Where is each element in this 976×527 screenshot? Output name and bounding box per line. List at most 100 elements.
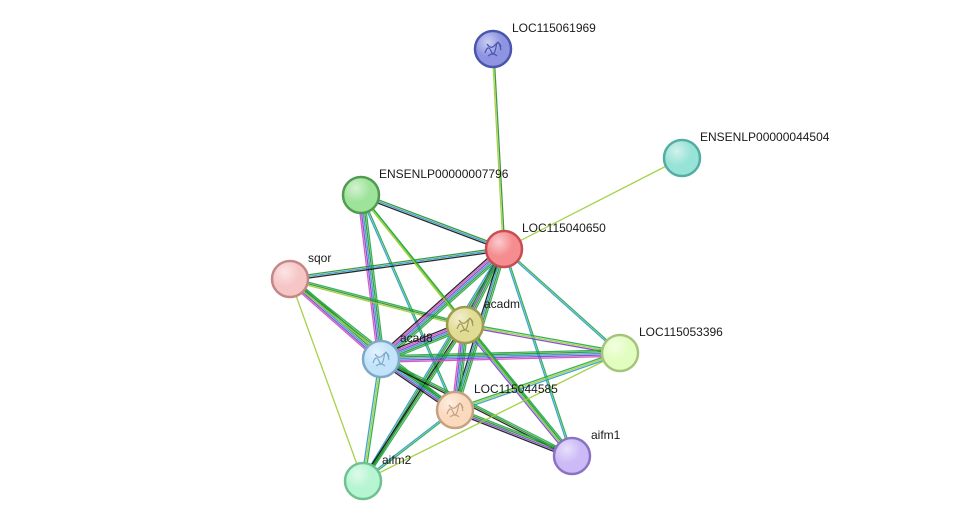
node-label: LOC115061969 [512,21,596,35]
edge-evidence-line [289,248,505,280]
edge-evidence-line [363,325,467,483]
edge-evidence-line [380,350,620,359]
edge-evidence-line [455,408,573,456]
protein-structure-icon [456,317,474,333]
node-ENSENLP00000007796[interactable]: ENSENLP00000007796 [341,167,509,215]
edge-evidence-line [380,349,620,357]
node-highlight [603,336,637,370]
edge-evidence-line [290,249,505,282]
edge-evidence-line [360,358,381,481]
node-LOC115040650[interactable]: LOC115040650 [484,221,606,269]
node-highlight [476,32,510,66]
edge-LOC115061969-LOC115040650 [491,48,506,250]
node-highlight [344,178,378,212]
edge-evidence-line [361,247,504,481]
edge-evidence-line [464,324,621,354]
edge-evidence-line [380,358,573,457]
node-highlight [448,308,482,342]
edge-acad8-aifm2 [360,358,384,482]
edge-evidence-line [504,247,621,353]
protein-structure-icon [484,41,502,57]
node-label: ENSENLP00000007796 [379,167,509,181]
edge-evidence-line [289,246,504,279]
edge-ENSENLP00000007796-acad8 [357,194,385,360]
edge-evidence-line [454,410,572,458]
edge-evidence-line [381,353,621,362]
edge-evidence-line [361,192,505,249]
edge-evidence-line [502,249,572,457]
edge-LOC115040650-acad8 [377,245,508,363]
edge-evidence-line [360,195,504,252]
edge-evidence-line [378,246,503,358]
edge-evidence-line [363,359,384,482]
edge-evidence-line [453,411,572,459]
edge-evidence-line [491,49,504,250]
edge-evidence-line [362,358,382,482]
edge-evidence-line [358,195,381,360]
edge-LOC115044585-LOC115053396 [454,350,621,413]
edge-LOC115044585-aifm2 [362,408,456,483]
edge-evidence-line [289,278,364,482]
node-highlight [555,439,589,473]
edge-evidence-line [357,195,379,360]
edge-evidence-line [503,157,683,250]
node-highlight [665,141,699,175]
edge-evidence-line [362,324,466,482]
edge-LOC115040650-LOC115053396 [503,247,621,355]
edge-evidence-line [287,280,380,362]
edges-layer [287,48,683,483]
edge-evidence-line [361,194,457,410]
edge-evidence-line [380,352,621,360]
node-highlight [364,342,398,376]
node-highlight [273,262,307,296]
node-label: LOC115044585 [474,382,558,396]
edge-ENSENLP00000007796-LOC115040650 [360,192,505,252]
edge-evidence-line [377,245,502,357]
edge-evidence-line [380,247,504,359]
edge-evidence-line [454,352,621,411]
edge-ENSENLP00000007796-LOC115044585 [359,194,457,411]
edge-evidence-line [361,323,465,481]
node-ENSENLP00000044504[interactable]: ENSENLP00000044504 [662,130,830,178]
node-highlight [346,464,380,498]
node-aifm2[interactable]: aifm2 [343,453,412,501]
node-acadm[interactable]: acadm [445,297,520,345]
node-label: aifm2 [382,453,412,467]
node-acad8[interactable]: acad8 [361,331,433,379]
edge-LOC115053396-aifm2 [362,352,621,482]
node-label: LOC115053396 [639,325,723,339]
node-highlight [438,393,472,427]
edge-acadm-aifm2 [361,323,467,483]
edge-evidence-line [381,249,505,361]
edge-evidence-line [362,352,621,482]
edge-evidence-line [360,194,382,360]
node-LOC115053396[interactable]: LOC115053396 [600,325,723,373]
node-LOC115061969[interactable]: LOC115061969 [473,21,596,69]
edge-evidence-line [362,408,455,481]
edge-evidence-line [359,195,455,411]
edge-evidence-line [363,410,456,483]
node-LOC115044585[interactable]: LOC115044585 [435,382,558,430]
node-sqor[interactable]: sqor [270,251,331,299]
edge-evidence-line [493,48,506,249]
edge-evidence-line [361,194,384,359]
edge-evidence-line [455,353,621,413]
edge-acad8-LOC115053396 [380,349,621,363]
edge-sqor-aifm2 [289,278,364,482]
edge-evidence-line [289,278,466,326]
node-label: ENSENLP00000044504 [700,130,830,144]
node-label: LOC115040650 [522,221,606,235]
edge-evidence-line [360,194,505,250]
node-aifm1[interactable]: aifm1 [552,428,621,476]
protein-structure-icon [372,351,390,367]
edge-evidence-line [455,407,574,455]
node-label: acadm [484,297,520,311]
edge-evidence-line [503,249,620,355]
edge-evidence-line [383,251,508,363]
edge-evidence-line [465,322,621,353]
node-highlight [487,232,521,266]
edge-evidence-line [363,194,385,359]
edge-evidence-line [454,350,620,410]
protein-structure-icon [446,402,464,418]
edge-evidence-line [462,326,571,458]
